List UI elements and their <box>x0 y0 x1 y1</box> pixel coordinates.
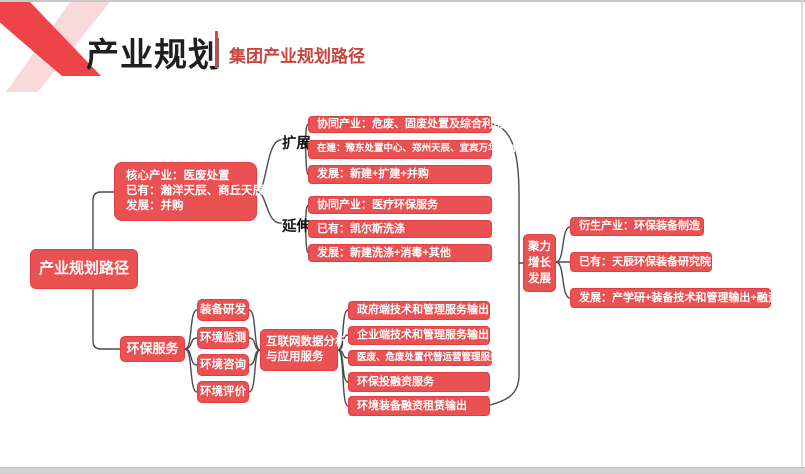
window-bottom-edge <box>0 467 805 474</box>
result-node: 已有：天辰环保装备研究院 <box>570 252 712 272</box>
title-divider <box>215 31 218 68</box>
env-item-node: 环境监测 <box>197 327 249 349</box>
env-item-node: 装备研发 <box>197 299 249 321</box>
extend-node: 发展：新建洗涤+消毒+其他 <box>308 244 492 262</box>
growth-line-2: 增长 <box>528 256 551 269</box>
growth-node: 聚力 增长 发展 <box>523 234 556 292</box>
core-industry-node: 核心产业：医废处置 已有：瀚洋天辰、商丘天辰 发展：并购 <box>114 162 264 221</box>
output-node: 医废、危废处置代替运营管理服务 <box>348 350 500 366</box>
expand-node: 在建：豫东处置中心、郑州天辰、宜宾万华板材 <box>308 140 517 159</box>
internet-line-1: 互联网数据分析 <box>266 336 347 349</box>
expand-node: 协同产业：危废、固废处置及综合利用 <box>308 116 504 133</box>
window-top-edge <box>0 0 805 2</box>
result-node: 发展：产学研+装备技术和管理输出+融资租赁 <box>570 288 801 308</box>
output-node: 环保投融资服务 <box>348 372 490 392</box>
extend-branch-label: 延伸 <box>282 219 311 235</box>
core-line-3: 发展：并购 <box>126 199 184 212</box>
output-node: 企业端技术和管理服务输出 <box>348 326 490 345</box>
output-node: 环境装备融资租赁输出 <box>348 396 490 416</box>
internet-line-2: 与应用服务 <box>266 351 324 363</box>
env-item-node: 环境评价 <box>197 381 249 403</box>
page-title: 产业规划 <box>86 36 222 73</box>
core-line-2: 已有：瀚洋天辰、商丘天辰 <box>126 185 264 198</box>
extend-node: 已有：凯尔斯洗涤 <box>308 220 492 238</box>
env-item-node: 环境咨询 <box>197 354 249 376</box>
root-node: 产业规划路径 <box>30 249 138 289</box>
extend-node: 协同产业：医疗环保服务 <box>308 196 492 214</box>
env-service-node: 环保服务 <box>120 336 185 362</box>
expand-branch-label: 扩展 <box>282 136 311 152</box>
result-node: 衍生产业：环保装备制造 <box>570 217 704 236</box>
page-subtitle: 集团产业规划路径 <box>229 47 365 66</box>
internet-analysis-node: 互联网数据分析 与应用服务 <box>260 329 347 371</box>
growth-line-3: 发展 <box>528 273 551 286</box>
growth-line-1: 聚力 <box>528 240 551 253</box>
red-x-ribbon-logo-icon <box>0 2 110 92</box>
output-node: 政府端技术和管理服务输出 <box>348 301 490 320</box>
expand-node: 发展：新建+扩建+并购 <box>308 165 492 184</box>
slide-right-edge <box>801 0 803 467</box>
core-line-1: 核心产业：医废处置 <box>126 170 230 183</box>
